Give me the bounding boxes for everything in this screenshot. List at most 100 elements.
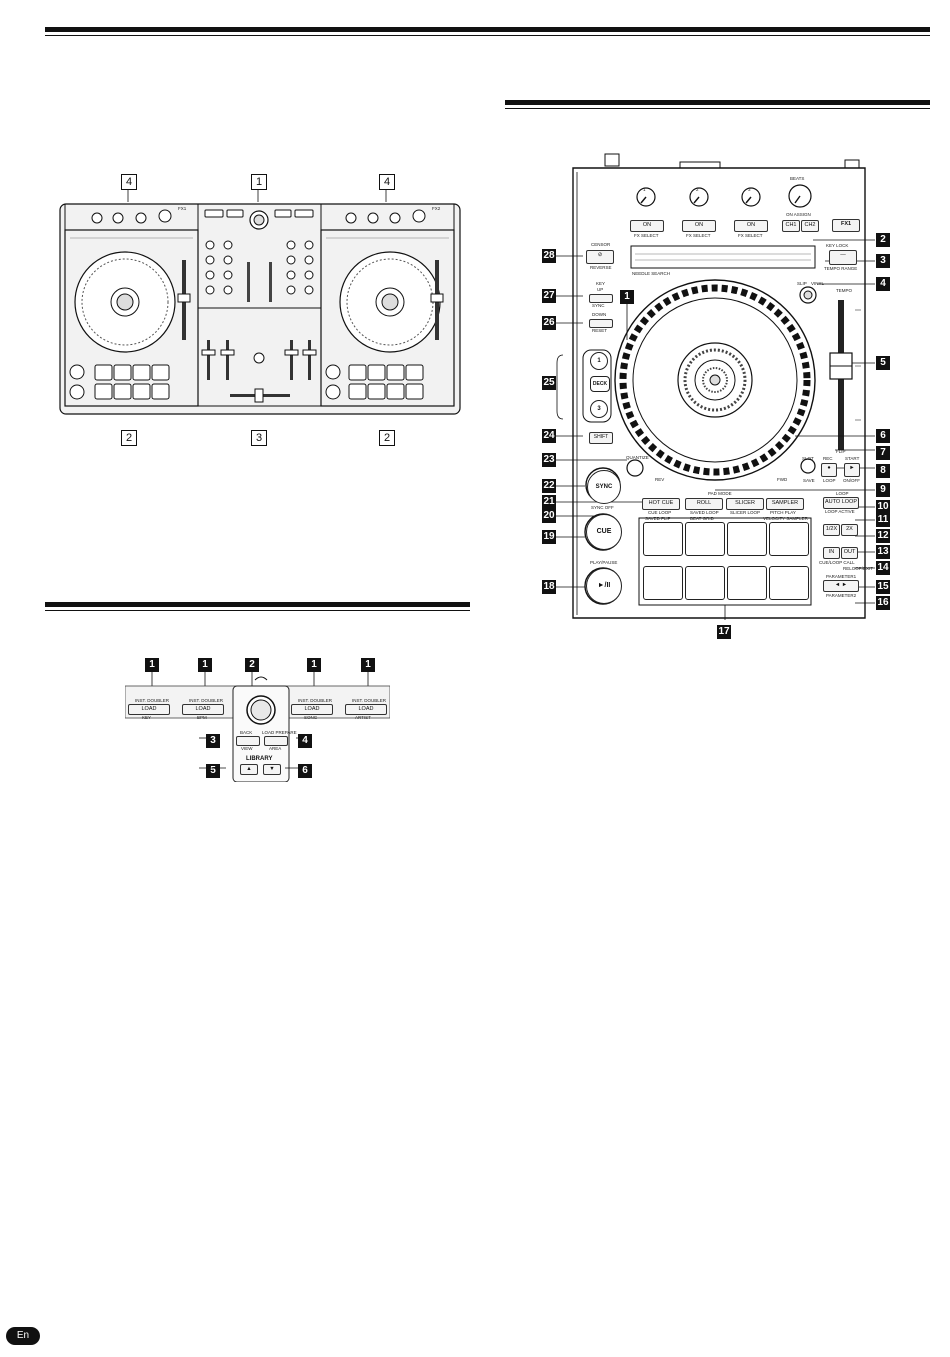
rec-label: REC (823, 456, 833, 461)
load-2-top: INST. DOUBLER (189, 698, 224, 703)
hot-cue-button[interactable]: HOT CUE (642, 498, 680, 510)
play-pause-label: PLAY/PAUSE (590, 560, 618, 565)
back-button[interactable] (236, 736, 260, 746)
sampler-sub: PITCH PLAY (770, 510, 796, 515)
key-lock-label: KEY LOCK (826, 243, 849, 248)
library-up-button[interactable]: ▲ (240, 764, 258, 775)
sync-button[interactable]: SYNC (587, 470, 621, 504)
deck-section-rule-thin (505, 108, 930, 109)
sampler-sub2: VELOCITY SAMPLER (763, 516, 808, 521)
arrow-up-icon: ▲ (246, 766, 252, 772)
loop-double-button[interactable]: 2X (841, 524, 858, 536)
performance-pad-1[interactable] (643, 522, 683, 556)
overview-label-3: 3 (251, 430, 267, 446)
overview-fx2: FX2 (432, 206, 441, 211)
roll-button[interactable]: ROLL (685, 498, 723, 510)
deck-3-button[interactable]: 3 (590, 400, 608, 418)
play-icon: ► (849, 465, 855, 471)
overview-label-2-left: 2 (121, 430, 137, 446)
hot-cue-sub: CUE LOOP (648, 510, 672, 515)
sync-off-label: SYNC OFF (591, 505, 614, 510)
deck-callout-21: 21 (542, 495, 556, 509)
loop-out-button[interactable]: OUT (841, 547, 858, 559)
deck-callout-28: 28 (542, 249, 556, 263)
flip-label: FLIP (836, 449, 846, 454)
deck-callout-26: 26 (542, 316, 556, 330)
load-button-3[interactable]: LOAD (291, 704, 333, 715)
cue-loop-call-label: CUE/LOOP CALL (819, 560, 855, 565)
deck-callout-27: 27 (542, 289, 556, 303)
deck-callout-14: 14 (876, 561, 890, 575)
fx-knob-2-label: 2 (696, 187, 699, 192)
controller-overview-drawing (59, 190, 461, 415)
deck-1-button[interactable]: 1 (590, 352, 608, 370)
play-pause-button[interactable]: ►/II (586, 568, 622, 604)
browser-callout-1b: 1 (198, 658, 212, 672)
slicer-button[interactable]: SLICER (726, 498, 764, 510)
beats-label: BEATS (790, 176, 805, 181)
roll-sub2: BEAT GRID (690, 516, 714, 521)
sampler-button[interactable]: SAMPLER (766, 498, 804, 510)
fx-on-button-3[interactable]: ON (734, 220, 768, 232)
loop-in-button[interactable]: IN (823, 547, 840, 559)
deck-callout-9: 9 (876, 483, 890, 497)
back-top-label: BACK (240, 730, 253, 735)
key-up-button[interactable] (589, 294, 613, 303)
fx-select-1: FX SELECT (634, 233, 659, 238)
fx1-button[interactable]: FX1 (832, 219, 860, 232)
deck-callout-10: 10 (876, 500, 890, 514)
deck-callout-11: 11 (876, 513, 890, 527)
library-down-button[interactable]: ▼ (263, 764, 281, 775)
deck-callout-23: 23 (542, 453, 556, 467)
deck-callout-16: 16 (876, 596, 890, 610)
deck-callout-17: 17 (717, 625, 731, 639)
key-down-button[interactable] (589, 319, 613, 328)
loop-half-button[interactable]: 1/2X (823, 524, 840, 536)
start-onoff-label: ON/OFF (843, 478, 860, 483)
shift-button[interactable]: SHIFT (589, 432, 613, 444)
performance-pad-4[interactable] (769, 522, 809, 556)
deck-callout-22: 22 (542, 479, 556, 493)
header-rule-thick (45, 27, 930, 32)
censor-label: CENSOR (591, 242, 611, 247)
rec-button[interactable]: ● (821, 463, 837, 477)
performance-pad-8[interactable] (769, 566, 809, 600)
performance-pad-2[interactable] (685, 522, 725, 556)
load-prepare-button[interactable] (264, 736, 288, 746)
reverse-label: REVERSE (590, 265, 612, 270)
fx-on-button-1[interactable]: ON (630, 220, 664, 232)
parameter-buttons[interactable]: ◄ ► (823, 580, 859, 592)
censor-button[interactable]: ⊘ (586, 250, 614, 264)
load-button-2[interactable]: LOAD (182, 704, 224, 715)
auto-loop-button[interactable]: AUTO LOOP (823, 497, 859, 509)
ch2-button[interactable]: CH2 (801, 220, 819, 232)
loop-active-label: LOOP ACTIVE (825, 509, 855, 514)
deck-callout-4: 4 (876, 277, 890, 291)
deck-callout-19: 19 (542, 530, 556, 544)
language-badge: En (6, 1327, 40, 1345)
key-label: KEY (596, 281, 606, 286)
vinyl-label: VINYL (811, 281, 825, 286)
pad-mode-label: PAD MODE (708, 491, 732, 496)
needle-search-label: NEEDLE SEARCH (632, 271, 671, 276)
deck-button[interactable]: DECK (590, 376, 610, 392)
load-1-sub: KEY (142, 715, 152, 720)
overview-label-4-right: 4 (379, 174, 395, 190)
fwd-label: FWD (777, 477, 788, 482)
deck-section-rule-thick (505, 100, 930, 105)
start-button[interactable]: ► (844, 463, 860, 477)
load-button-4[interactable]: LOAD (345, 704, 387, 715)
performance-pad-7[interactable] (727, 566, 767, 600)
load-1-top: INST. DOUBLER (135, 698, 170, 703)
fx-on-button-2[interactable]: ON (682, 220, 716, 232)
performance-pad-5[interactable] (643, 566, 683, 600)
slip-label: SLIP (797, 281, 807, 286)
deck-callout-15: 15 (876, 580, 890, 594)
performance-pad-6[interactable] (685, 566, 725, 600)
key-lock-button[interactable]: — (829, 250, 857, 265)
load-button-1[interactable]: LOAD (128, 704, 170, 715)
cue-button[interactable]: CUE (586, 514, 622, 550)
performance-pad-3[interactable] (727, 522, 767, 556)
ch1-button[interactable]: CH1 (782, 220, 800, 232)
browser-callout-1a: 1 (145, 658, 159, 672)
